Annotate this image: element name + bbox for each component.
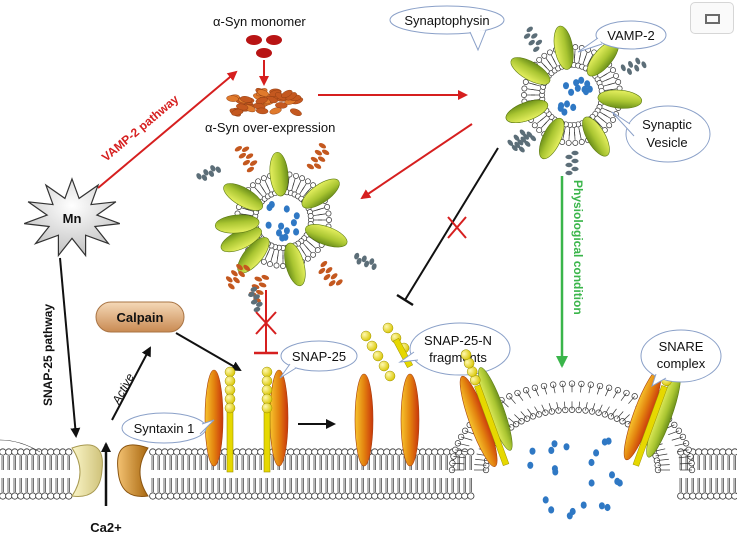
mn-label: Mn xyxy=(63,211,82,226)
vesicle-inhibition-line xyxy=(404,147,499,301)
calpain-label: Calpain xyxy=(117,310,164,325)
vamp2-pathway-arrow xyxy=(97,70,238,189)
snap25n-callout: SNAP-25-N fragments xyxy=(398,322,511,376)
window-icon[interactable] xyxy=(690,2,734,34)
alpha-syn-monomer-icon xyxy=(246,35,282,58)
active-label: Active xyxy=(109,371,137,408)
syntaxin-label: Syntaxin 1 xyxy=(134,421,195,436)
snap25-pathway-label: SNAP-25 pathway xyxy=(41,304,55,406)
vamp2-label: VAMP-2 xyxy=(607,28,654,43)
snap25n-label-2: fragments xyxy=(429,350,487,365)
synaptic-vesicle-synuclein-bound xyxy=(196,142,377,313)
blocked-cross-icon-2 xyxy=(255,311,277,335)
calcium-label: Ca2+ xyxy=(90,520,122,535)
vesicle-to-bound-vesicle-arrow xyxy=(360,123,473,200)
syntaxin-callout: Syntaxin 1 xyxy=(121,412,215,444)
snare-label-2: complex xyxy=(657,356,706,371)
synaptophysin-label: Synaptophysin xyxy=(404,13,489,28)
synaptic-label: Synaptic xyxy=(642,117,692,132)
vesicle-label: Vesicle xyxy=(646,135,687,150)
syn-monomer-label: α-Syn monomer xyxy=(213,14,306,29)
physiological-label: Physiological condition xyxy=(571,180,585,315)
snap25-callout: SNAP-25 xyxy=(279,340,358,379)
synaptophysin-callout: Synaptophysin xyxy=(389,5,505,52)
snap25n-label-1: SNAP-25-N xyxy=(424,333,492,348)
synaptic-vesicle-callout: Synaptic Vesicle xyxy=(611,105,711,163)
vamp2-callout: VAMP-2 xyxy=(577,20,667,53)
snap25-n-fragments-icon xyxy=(360,322,414,382)
vesicle-inhibition-bar xyxy=(396,293,414,307)
snare-label-1: SNARE xyxy=(659,339,704,354)
snap25-pathway-arrow xyxy=(59,257,81,438)
syn-overexpression-label: α-Syn over-expression xyxy=(205,120,335,135)
calpain-to-snap25-arrow xyxy=(175,332,242,372)
alpha-syn-aggregate-icon xyxy=(226,87,304,117)
calpain-icon: Calpain xyxy=(95,301,185,333)
snap25-label: SNAP-25 xyxy=(292,349,346,364)
released-neurotransmitter xyxy=(527,437,623,520)
snare-complex-icon xyxy=(459,349,682,467)
snare-callout: SNARE complex xyxy=(640,329,722,388)
blocked-cross-icon xyxy=(447,216,467,239)
syntaxin-cleaved xyxy=(354,373,420,467)
calcium-to-calpain-arrow xyxy=(111,346,151,421)
calcium-channel-icon xyxy=(71,444,149,497)
syntaxin-snap25-complex xyxy=(204,366,289,473)
mn-star-icon: Mn xyxy=(23,177,121,258)
